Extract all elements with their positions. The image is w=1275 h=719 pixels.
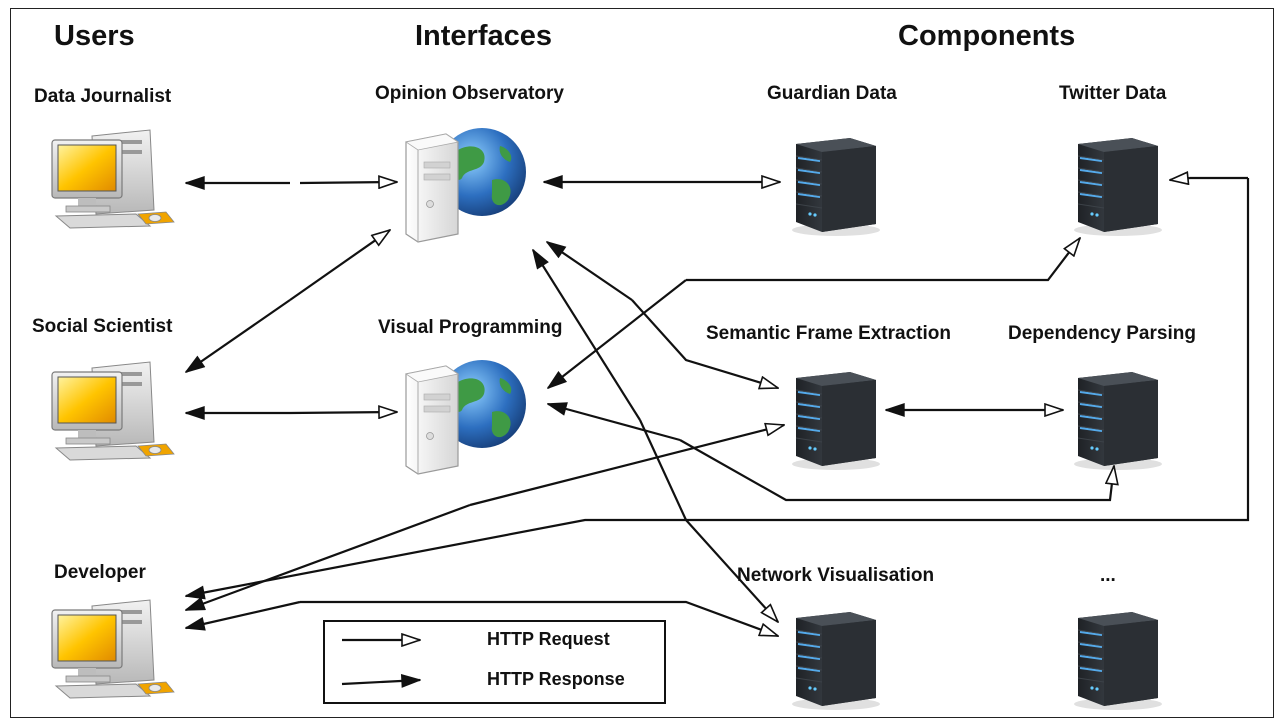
interface-label-opinion-observatory: Opinion Observatory xyxy=(375,83,564,104)
connection-arrows xyxy=(186,178,1250,638)
arrow-oo-to-sfe-request xyxy=(631,299,778,388)
component-label-twitter-data: Twitter Data xyxy=(1059,83,1167,104)
legend-request-label: HTTP Request xyxy=(487,629,610,649)
legend xyxy=(323,620,666,704)
arrow-ss-to-oo-request xyxy=(289,230,390,301)
interfaces-header: Interfaces xyxy=(415,20,553,52)
components-header: Components xyxy=(898,20,1076,52)
arrow-dp-to-vp-response xyxy=(548,404,681,442)
arrow-vp-to-dp-request xyxy=(679,439,1114,502)
arrow-sfe-to-dev-response xyxy=(186,503,471,612)
arrow-twitter-to-vp-response xyxy=(548,279,687,388)
legend-response-label: HTTP Response xyxy=(487,669,625,689)
server-rack-icon xyxy=(1073,137,1163,237)
arrow-dev-to-nv-request xyxy=(300,600,778,638)
arrow-oo-to-nv-request xyxy=(639,419,778,622)
arrow-dev-to-sfe-request xyxy=(469,425,784,507)
interface-label-visual-programming: Visual Programming xyxy=(378,317,563,338)
component-label-guardian-data: Guardian Data xyxy=(767,83,897,104)
legend-response-arrow xyxy=(341,680,420,684)
arrow-sfe-to-oo-response xyxy=(547,242,633,301)
arrow-vp-to-twitter-request xyxy=(686,238,1080,282)
server-rack-icon xyxy=(791,611,881,711)
user-label-data-journalist: Data Journalist xyxy=(34,86,172,107)
diagram-frame xyxy=(10,8,1274,718)
desktop-computer-icon xyxy=(51,361,175,461)
web-server-globe-icon xyxy=(405,127,527,243)
server-rack-icon xyxy=(791,371,881,471)
arrow-oo-to-ss-response xyxy=(186,299,291,372)
desktop-computer-icon xyxy=(51,599,175,699)
server-rack-icon xyxy=(791,137,881,237)
server-rack-icon xyxy=(1073,611,1163,711)
component-label-dependency-parsing: Dependency Parsing xyxy=(1008,323,1196,344)
arrow-twitter-request-head xyxy=(1170,178,1191,180)
component-label-more: ... xyxy=(1100,565,1116,586)
desktop-computer-icon xyxy=(51,129,175,229)
component-label-semantic-frame-extraction: Semantic Frame Extraction xyxy=(706,323,951,344)
users-header: Users xyxy=(54,20,135,52)
arrow-twitter-to-dev-response xyxy=(186,178,1250,596)
server-rack-icon xyxy=(1073,371,1163,471)
user-label-developer: Developer xyxy=(54,562,146,583)
arrow-nv-to-dev-response xyxy=(186,600,301,628)
arrow-ss-to-vp-request xyxy=(289,412,397,413)
component-label-network-visualisation: Network Visualisation xyxy=(737,565,935,586)
arrow-nv-to-oo-response xyxy=(533,250,641,421)
web-server-globe-icon xyxy=(405,359,527,475)
arrow-dj-to-oo-request xyxy=(299,182,397,183)
user-label-social-scientist: Social Scientist xyxy=(32,316,173,337)
